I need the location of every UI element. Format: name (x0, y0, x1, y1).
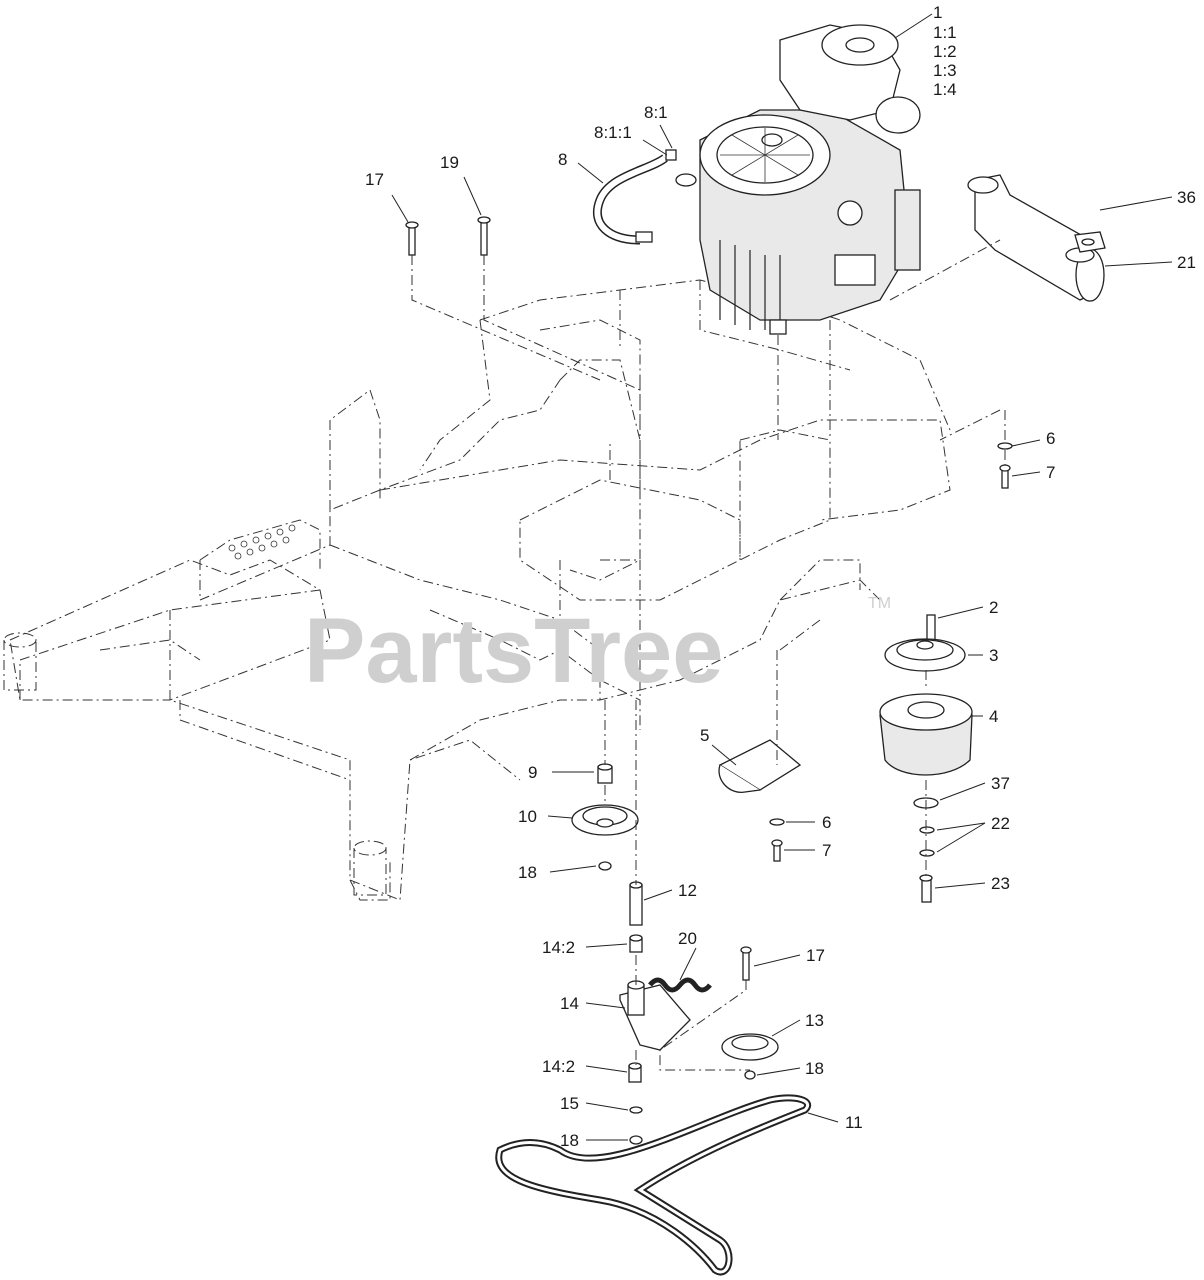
callout-14-2-b: 14:2 (542, 1057, 575, 1076)
callout-5: 5 (700, 726, 709, 745)
callout-12: 12 (678, 881, 697, 900)
callout-6-mid: 6 (822, 813, 831, 832)
callout-1-2: 1:2 (933, 42, 957, 61)
drive-belt (495, 1094, 811, 1276)
callout-6-right: 6 (1046, 429, 1055, 448)
bracket-5 (718, 739, 802, 862)
callout-17-bottom: 17 (806, 946, 825, 965)
callout-37: 37 (991, 774, 1010, 793)
callout-11: 11 (845, 1113, 863, 1132)
callout-4: 4 (989, 707, 998, 726)
callout-23: 23 (991, 874, 1010, 893)
callout-8: 8 (558, 150, 567, 169)
callout-9: 9 (528, 763, 537, 782)
callout-14-2-a: 14:2 (542, 938, 575, 957)
fuel-line (592, 149, 697, 245)
callout-19: 19 (440, 153, 459, 172)
bolts-top (405, 216, 491, 256)
callout-3: 3 (989, 646, 998, 665)
callout-7-mid: 7 (822, 841, 831, 860)
callout-2: 2 (989, 598, 998, 617)
callout-7-right: 7 (1046, 463, 1055, 482)
callout-1-4: 1:4 (933, 80, 957, 99)
callout-8-1-1: 8:1:1 (594, 123, 632, 142)
callout-21: 21 (1177, 253, 1196, 272)
watermark: PartsTree (304, 600, 723, 702)
callout-18-b: 18 (805, 1059, 824, 1078)
callout-1: 1 (933, 3, 942, 22)
callout-8-1: 8:1 (644, 103, 668, 122)
watermark-trademark: TM (868, 595, 891, 612)
leader-lines (391, 13, 1173, 1141)
callout-10: 10 (518, 807, 537, 826)
callout-22: 22 (991, 814, 1010, 833)
callout-labels: 1 1:1 1:2 1:3 1:4 8:1 8:1:1 8 17 19 36 2… (365, 3, 1196, 1150)
pto-clutch-stack (879, 614, 973, 903)
callout-18-c: 18 (560, 1131, 579, 1150)
idler-pulley-10 (571, 763, 639, 871)
callout-18-a: 18 (518, 863, 537, 882)
callout-1-1: 1:1 (933, 23, 957, 42)
idler-arm-assembly (619, 881, 779, 1145)
engine-assembly (699, 24, 921, 335)
callout-20: 20 (678, 929, 697, 948)
callout-1-3: 1:3 (933, 61, 957, 80)
callout-15: 15 (560, 1094, 579, 1113)
callout-36: 36 (1177, 188, 1196, 207)
muffler (967, 174, 1106, 302)
callout-13: 13 (805, 1011, 824, 1030)
washer-bolt-right (997, 442, 1013, 489)
alignment-lines (411, 239, 1006, 1071)
callout-14: 14 (560, 994, 579, 1013)
mower-frame (3, 279, 951, 901)
callout-17-top: 17 (365, 170, 384, 189)
